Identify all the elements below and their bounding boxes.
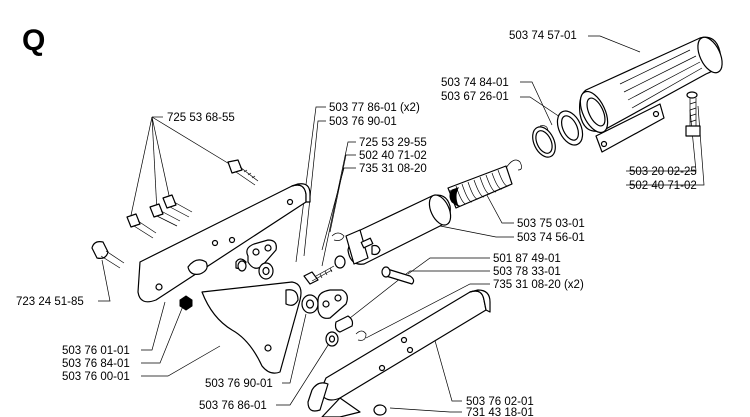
label-503-74-57-01: 503 74 57-01	[509, 30, 577, 42]
label-725-53-29-55: 725 53 29-55	[359, 137, 427, 149]
label-503-76-84-01: 503 76 84-01	[62, 358, 130, 370]
label-735-31-08-20: 735 31 08-20	[359, 163, 427, 175]
label-503-74-84-01: 503 74 84-01	[441, 77, 509, 89]
label-503-75-03-01: 503 75 03-01	[517, 218, 585, 230]
label-503-74-56-01: 503 74 56-01	[517, 232, 585, 244]
label-502-40-71-02-mid: 502 40 71-02	[359, 150, 427, 162]
pin	[381, 266, 415, 285]
label-503-67-26-01: 503 67 26-01	[441, 91, 509, 103]
label-503-78-33-01: 503 78 33-01	[493, 266, 561, 278]
spring	[447, 125, 549, 209]
cutter-blade	[201, 281, 302, 374]
label-503-20-02-25: 503 20 02-25	[629, 166, 697, 178]
section-letter: Q	[22, 24, 46, 57]
lower-frame	[307, 289, 491, 417]
tube-shading	[619, 49, 703, 109]
bolt-2	[162, 194, 193, 218]
label-503-77-86-01-x2: 503 77 86-01 (x2)	[329, 102, 420, 114]
label-503-76-90-01-bottom: 503 76 90-01	[205, 378, 273, 390]
bolt-middle	[303, 232, 346, 285]
leader-lines	[98, 35, 705, 413]
bolt-1	[227, 159, 259, 186]
label-503-76-02-01: 503 76 02-01	[466, 396, 534, 408]
rings	[532, 110, 584, 158]
bolt-4	[126, 213, 157, 239]
label-735-31-08-20-x2: 735 31 08-20 (x2)	[493, 279, 584, 291]
label-731-43-18-01: 731 43 18-01	[466, 407, 534, 417]
label-503-76-01-01: 503 76 01-01	[62, 345, 130, 357]
spring-housing-cylinder	[345, 194, 452, 265]
bolt-3	[149, 203, 181, 227]
bolt-5	[91, 241, 125, 269]
link-plates-upper	[235, 239, 277, 280]
label-725-53-68-55: 725 53 68-55	[167, 112, 235, 124]
label-501-87-49-01: 501 87 49-01	[493, 253, 561, 265]
bolt-group-left	[91, 159, 259, 269]
link-plates-lower	[301, 289, 367, 347]
label-503-76-00-01: 503 76 00-01	[62, 371, 130, 383]
label-723-24-51-85: 723 24 51-85	[16, 296, 84, 308]
left-bracket-arm	[137, 183, 311, 303]
label-503-76-90-01-top: 503 76 90-01	[329, 116, 397, 128]
bolt-right	[685, 91, 701, 137]
main-tube	[579, 36, 723, 153]
label-503-76-86-01: 503 76 86-01	[199, 400, 267, 412]
small-nut	[179, 295, 193, 311]
label-502-40-71-02-right: 502 40 71-02	[629, 180, 697, 192]
